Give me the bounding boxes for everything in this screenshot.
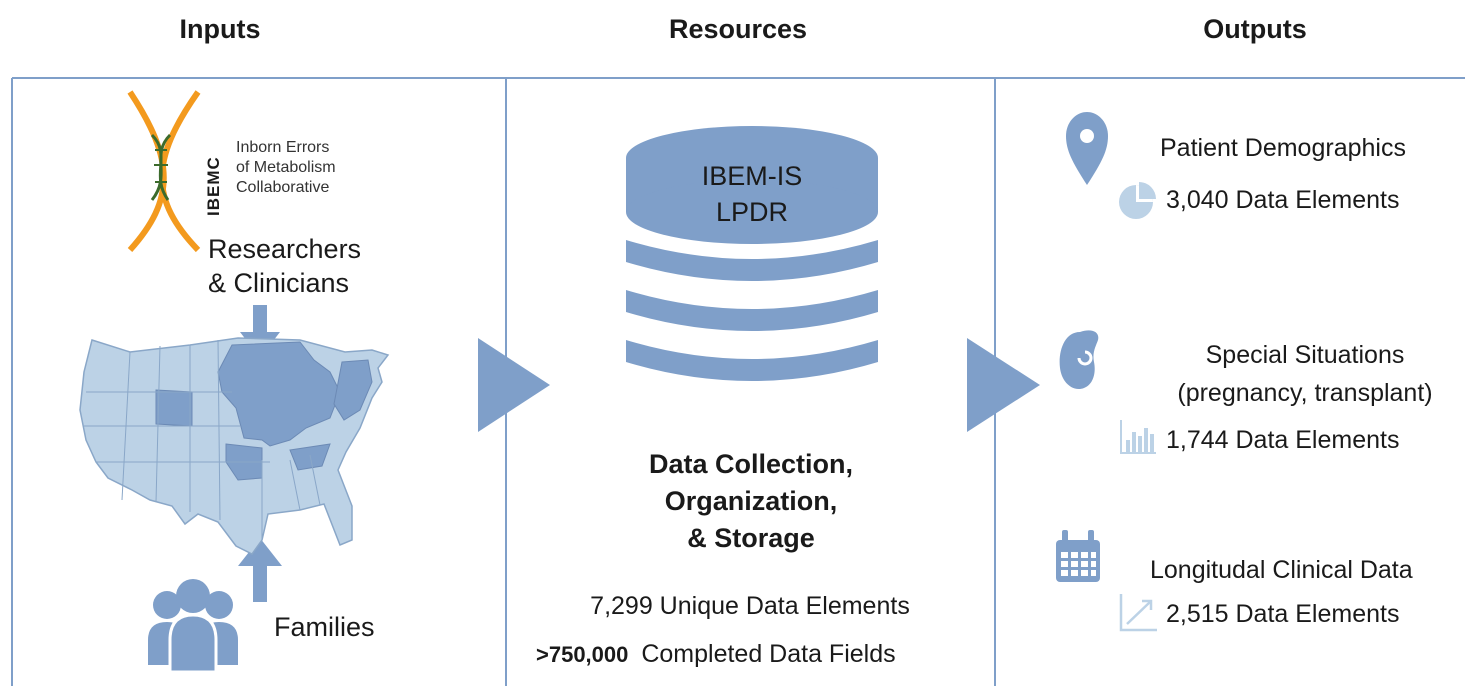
- database-line-2: LPDR: [715, 197, 789, 227]
- output-title-special: Special Situations (pregnancy, transplan…: [1150, 336, 1460, 412]
- output-count-demographics: 3,040 Data Elements: [1166, 186, 1400, 214]
- families-icon: [148, 579, 238, 674]
- calendar-icon: [1056, 530, 1100, 582]
- completed-fields-label: >750,000 Completed Data Fields: [536, 640, 896, 669]
- researchers-line-2: & Clinicians: [208, 268, 350, 298]
- process-line-3: & Storage: [687, 523, 815, 553]
- resources-header: Resources: [668, 14, 808, 44]
- arrow-up-icon: [238, 538, 282, 602]
- output-title-special-line-1: Special Situations: [1205, 341, 1405, 369]
- database-label: IBEM-IS LPDR: [652, 158, 852, 230]
- logo-line-3: Collaborative: [236, 179, 330, 196]
- process-line-2: Organization,: [664, 486, 838, 516]
- completed-fields-text: Completed Data Fields: [641, 640, 896, 668]
- outputs-header: Outputs: [1203, 14, 1307, 44]
- process-label: Data Collection, Organization, & Storage: [586, 446, 916, 557]
- database-line-1: IBEM-IS: [701, 161, 803, 191]
- families-label: Families: [274, 612, 375, 642]
- inputs-header: Inputs: [179, 14, 261, 44]
- unique-elements-label: 7,299 Unique Data Elements: [590, 592, 910, 620]
- process-line-1: Data Collection,: [648, 449, 854, 479]
- kidney-icon: [1059, 330, 1099, 390]
- researchers-label: Researchers & Clinicians: [208, 232, 361, 300]
- logo-line-2: of Metabolism: [236, 159, 336, 176]
- flow-arrow-2: [967, 338, 1040, 432]
- researchers-line-1: Researchers: [208, 234, 362, 264]
- output-title-demographics: Patient Demographics: [1160, 134, 1406, 162]
- logo-line-1: Inborn Errors: [236, 139, 330, 156]
- database-icon: [626, 126, 878, 381]
- pie-chart-icon: [1119, 182, 1156, 219]
- logo-text: Inborn Errors of Metabolism Collaborativ…: [236, 138, 336, 198]
- flow-arrow-1: [478, 338, 550, 432]
- completed-fields-count: >750,000: [536, 642, 629, 667]
- bar-chart-icon: [1120, 420, 1156, 454]
- trend-chart-icon: [1119, 594, 1157, 632]
- ibemc-logo-icon: [127, 90, 201, 253]
- output-title-longitudal: Longitudal Clinical Data: [1150, 556, 1413, 584]
- logo-acronym-text: IBEMC: [204, 156, 223, 216]
- output-count-special: 1,744 Data Elements: [1166, 426, 1400, 454]
- output-count-longitudal: 2,515 Data Elements: [1166, 600, 1400, 628]
- us-map-icon: [79, 337, 390, 555]
- logo-acronym: IBEMC: [204, 126, 230, 216]
- location-pin-icon: [1066, 112, 1108, 185]
- output-title-special-line-2: (pregnancy, transplant): [1177, 379, 1433, 407]
